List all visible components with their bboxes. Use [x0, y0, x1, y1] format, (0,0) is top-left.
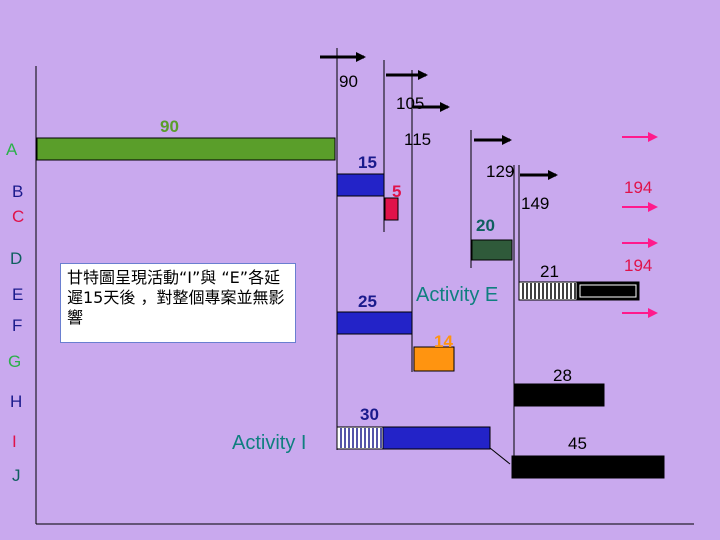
bar-activity-e-inner [579, 284, 637, 298]
bar-activity-e [576, 281, 640, 301]
label-129: 129 [486, 162, 515, 181]
label-194-mid: 194 [624, 256, 653, 275]
activity-i-label: Activity I [232, 432, 307, 454]
bar-activity-h [513, 383, 605, 407]
row-label-g: G [8, 352, 22, 371]
activity-e-label: Activity E [416, 284, 499, 306]
label-90-top: 90 [339, 72, 358, 91]
row-label-i: I [12, 432, 17, 451]
row-label-h: H [10, 392, 23, 411]
bar-activity-d [471, 239, 513, 261]
label-5: 5 [392, 182, 402, 201]
label-21: 21 [540, 262, 559, 281]
row-label-j: J [12, 466, 21, 485]
bar-activity-b [336, 173, 385, 197]
bar-activity-i-delay [336, 426, 384, 450]
label-194-top: 194 [624, 178, 653, 197]
label-30: 30 [360, 405, 379, 424]
row-label-e: E [12, 285, 24, 304]
row-label-b: B [12, 182, 24, 201]
link-i-to-j [489, 447, 511, 465]
label-25: 25 [358, 292, 377, 311]
bar-activity-a [36, 137, 336, 161]
label-15: 15 [358, 153, 377, 172]
row-label-f: F [12, 316, 23, 335]
label-20: 20 [476, 216, 495, 235]
label-45: 45 [568, 434, 587, 453]
label-115: 115 [404, 130, 432, 149]
label-28: 28 [553, 366, 572, 385]
label-105: 105 [396, 94, 425, 113]
note-box: 甘特圖呈現活動“I”與 “E”各延遲15天後 ，對整個專案並無影響 [60, 263, 296, 343]
bar-activity-g [413, 346, 455, 372]
label-149: 149 [521, 194, 550, 213]
bar-activity-f [336, 311, 413, 335]
label-90-bar: 90 [160, 117, 179, 136]
row-label-c: C [12, 207, 25, 226]
activity-i-stripes [340, 428, 382, 448]
activity-e-stripes [522, 283, 576, 299]
bar-activity-i [382, 426, 491, 450]
label-14: 14 [434, 332, 453, 351]
bar-activity-c [384, 197, 399, 221]
row-label-a: A [6, 140, 18, 159]
bar-activity-j [511, 455, 665, 479]
row-label-d: D [10, 249, 23, 268]
